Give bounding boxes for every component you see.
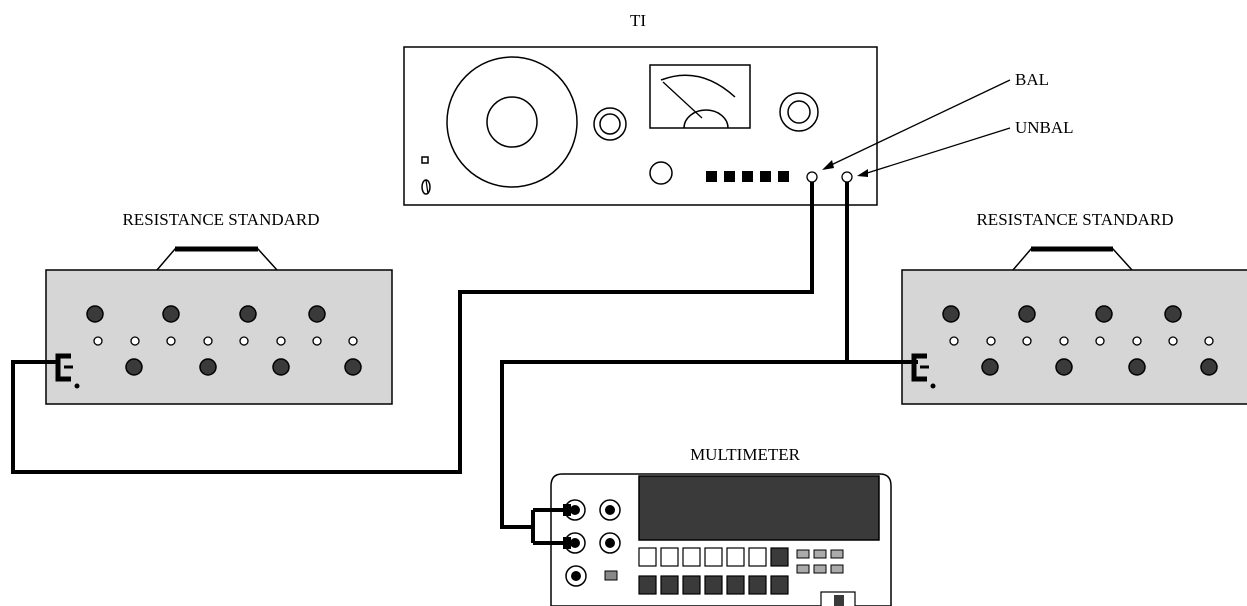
left-post-row <box>93 336 358 346</box>
multimeter-small-keys <box>796 549 844 574</box>
left-connector <box>55 353 80 389</box>
right-connector <box>911 353 936 389</box>
multimeter-key-row-top <box>638 547 789 567</box>
multimeter-plug-lo <box>563 537 571 549</box>
right-post-row <box>949 336 1214 346</box>
resistance-standard-right-label: RESISTANCE STANDARD <box>976 210 1173 229</box>
multimeter-display <box>638 475 880 541</box>
ti-label: TI <box>630 11 646 30</box>
ti-unbal-terminal <box>841 171 853 183</box>
ti-power-switch <box>421 156 431 195</box>
unbal-label: UNBAL <box>1015 118 1074 137</box>
ti-small-knob <box>593 107 627 141</box>
multimeter-chassis <box>550 473 892 606</box>
ti-chassis <box>403 46 878 206</box>
ti-main-dial <box>446 56 578 188</box>
ti-right-knob <box>779 92 819 132</box>
left-knob-row-top <box>86 305 326 323</box>
bal-callout: BAL <box>822 70 1049 170</box>
multimeter-indicator <box>604 570 618 581</box>
bal-label: BAL <box>1015 70 1049 89</box>
resistance-standard-right-panel <box>901 269 1247 405</box>
cable-to-multimeter <box>500 360 847 529</box>
right-knob-row-top <box>942 305 1182 323</box>
unbal-callout: UNBAL <box>857 118 1074 177</box>
ti-bal-terminal <box>806 171 818 183</box>
resistance-standard-right: RESISTANCE STANDARD <box>901 210 1247 405</box>
multimeter-jacks <box>564 499 621 587</box>
ti-round-button <box>649 161 673 185</box>
cable-bal-to-left-standard <box>11 182 814 474</box>
multimeter-bottom-control <box>820 591 856 606</box>
multimeter: MULTIMETER <box>550 445 892 606</box>
resistance-standard-left-panel <box>45 269 393 405</box>
multimeter-plug-hi <box>563 504 571 516</box>
resistance-standard-left-label: RESISTANCE STANDARD <box>122 210 319 229</box>
right-knob-row-bottom <box>981 358 1218 376</box>
left-knob-row-bottom <box>125 358 362 376</box>
ti-key-row <box>706 171 789 182</box>
ti-instrument: TI <box>403 11 878 206</box>
ti-meter <box>649 64 751 129</box>
multimeter-label: MULTIMETER <box>690 445 801 464</box>
resistance-standard-left: RESISTANCE STANDARD <box>45 210 393 405</box>
multimeter-key-row-bottom <box>638 575 789 595</box>
